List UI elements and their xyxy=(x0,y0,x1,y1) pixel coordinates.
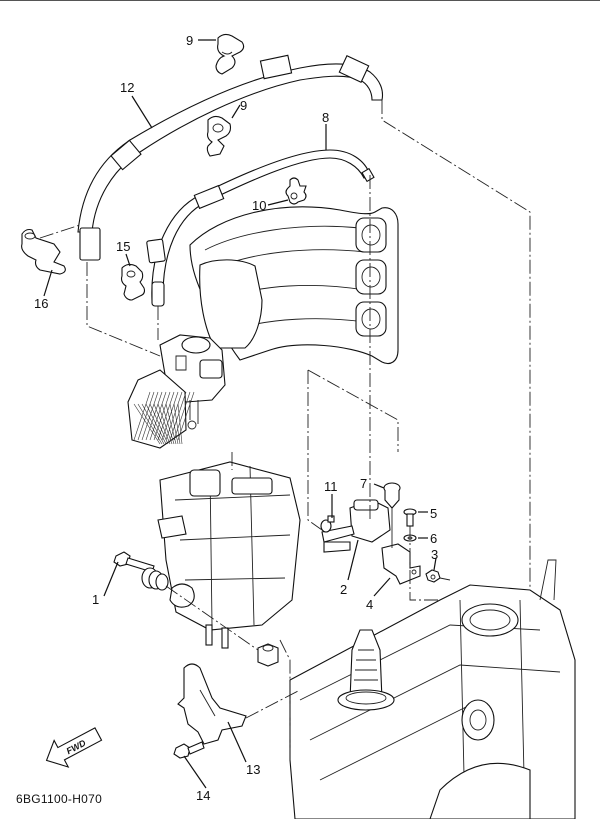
bracket-13[interactable] xyxy=(177,663,247,745)
clip-9-middle[interactable] xyxy=(206,115,232,157)
callout-15[interactable]: 15 xyxy=(116,239,130,254)
silencer-hatch-line xyxy=(153,403,171,445)
silencer-hatch-line xyxy=(177,403,183,445)
silencer-hatch-line xyxy=(173,391,191,441)
clip-10[interactable] xyxy=(285,177,307,205)
fwd-direction-arrow: FWD xyxy=(45,727,103,768)
hose-8[interactable] xyxy=(146,149,375,307)
nut-3[interactable] xyxy=(425,569,441,583)
mount-collar[interactable] xyxy=(257,643,279,667)
silencer-hatch-line xyxy=(165,403,177,445)
callout-11[interactable]: 11 xyxy=(324,479,338,494)
silencer-hatch-line xyxy=(145,391,163,441)
silencer[interactable] xyxy=(127,369,195,449)
bolt-14[interactable] xyxy=(173,741,205,759)
hose-12[interactable] xyxy=(77,54,384,261)
silencer-hatch-line xyxy=(141,403,165,445)
silencer-hatch-line xyxy=(157,391,175,441)
callout-9-middle[interactable]: 9 xyxy=(240,98,247,113)
silencer-hatch-line xyxy=(165,391,183,441)
cylinder-block[interactable] xyxy=(289,559,576,819)
intake-manifold[interactable] xyxy=(189,206,399,365)
grommet-cap-7[interactable] xyxy=(383,482,401,548)
callout-6[interactable]: 6 xyxy=(430,531,437,546)
callout-9-upper[interactable]: 9 xyxy=(186,33,193,48)
callout-12[interactable]: 12 xyxy=(120,80,134,95)
callouts: 1 2 3 4 5 6 7 8 9 9 10 11 12 13 14 15 16 xyxy=(34,33,438,803)
silencer-hatch-line xyxy=(149,403,169,445)
ignition-coil-assembly[interactable] xyxy=(157,461,301,649)
callout-3[interactable]: 3 xyxy=(431,547,438,562)
callout-1[interactable]: 1 xyxy=(92,592,99,607)
silencer-hatch-line xyxy=(137,391,155,441)
drawing-code: 6BG1100-H070 xyxy=(16,792,102,806)
callout-5[interactable]: 5 xyxy=(430,506,437,521)
callout-14[interactable]: 14 xyxy=(196,788,210,803)
clip-15[interactable] xyxy=(120,263,146,301)
silencer-hatch-line xyxy=(157,403,173,445)
callout-2[interactable]: 2 xyxy=(340,582,347,597)
silencer-hatch-line xyxy=(149,391,167,441)
leader-lines xyxy=(43,39,437,789)
assembly-lines xyxy=(39,100,531,760)
bracket-4[interactable] xyxy=(381,543,421,585)
callout-8[interactable]: 8 xyxy=(322,110,329,125)
hose-clamp-11[interactable] xyxy=(320,515,335,533)
silencer-hatch-line xyxy=(169,391,187,441)
silencer-hatch-line xyxy=(133,403,161,445)
silencer-hatch-line xyxy=(169,403,179,445)
silencer-hatch-line xyxy=(161,403,175,445)
solenoid-valve-2[interactable] xyxy=(321,499,391,553)
callout-16[interactable]: 16 xyxy=(34,296,48,311)
silencer-hatch-line xyxy=(141,391,159,441)
spring-grommet[interactable] xyxy=(141,567,169,591)
clip-16[interactable] xyxy=(21,228,66,275)
callout-4[interactable]: 4 xyxy=(366,597,373,612)
callout-7[interactable]: 7 xyxy=(360,476,367,491)
bolt-5[interactable] xyxy=(403,508,417,527)
top-border xyxy=(0,0,600,1)
silencer-hatch-line xyxy=(161,391,179,441)
clip-9-upper[interactable] xyxy=(215,33,245,75)
callout-10[interactable]: 10 xyxy=(252,198,266,213)
callout-13[interactable]: 13 xyxy=(246,762,260,777)
silencer-hatch-line xyxy=(137,403,163,445)
